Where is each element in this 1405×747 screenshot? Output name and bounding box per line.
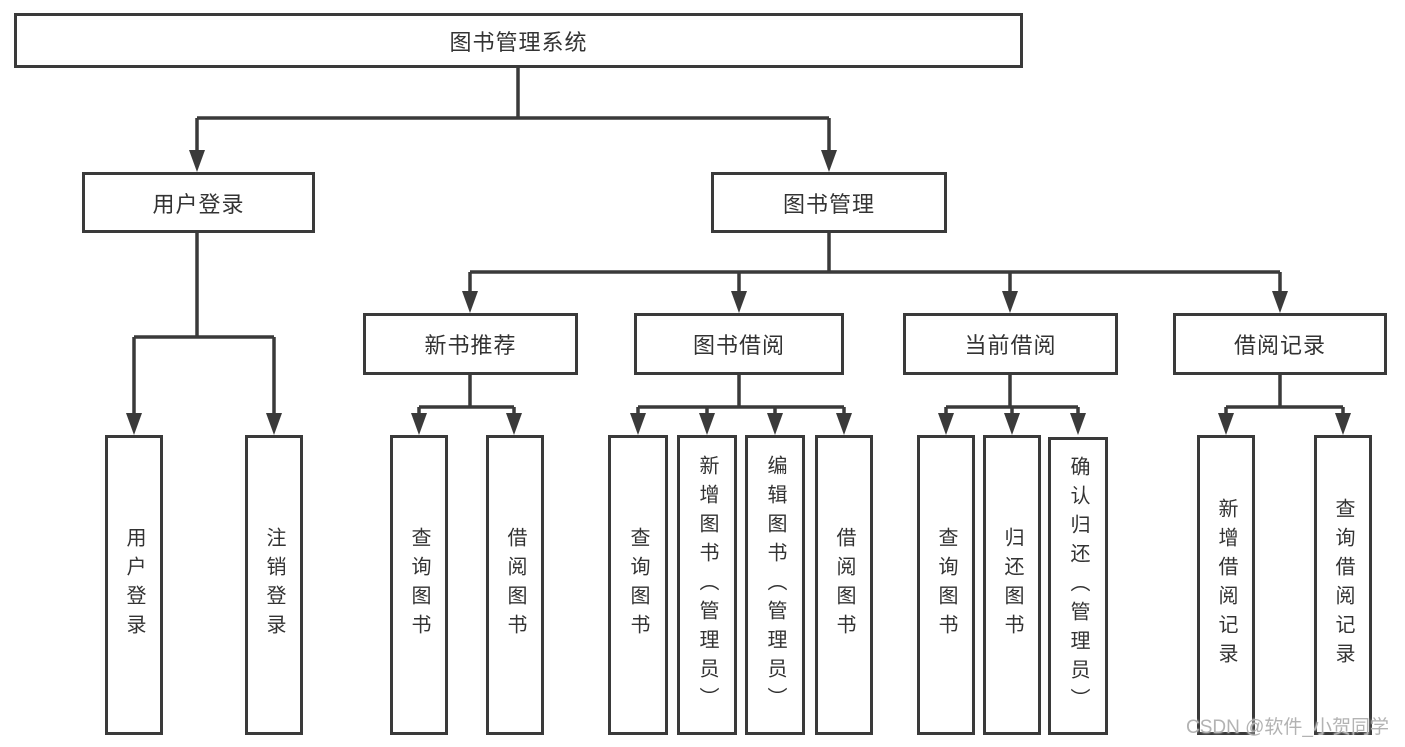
leaf-logout: 注销登录 [245, 435, 303, 735]
connector-user-login-split [132, 233, 276, 415]
leaf-borrow-query-books: 查询图书 [608, 435, 668, 735]
arrowheads-book-borrow-split [630, 413, 852, 435]
arrowheads-borrow-records-split [1218, 413, 1351, 435]
connector-current-borrow-split [944, 375, 1080, 416]
node-book-management: 图书管理 [711, 172, 947, 233]
leaf-edit-book-admin: 编辑图书（管理员） [745, 435, 805, 735]
leaf-current-query-books: 查询图书 [917, 435, 975, 735]
leaf-query-borrow-record: 查询借阅记录 [1314, 435, 1372, 735]
node-new-book-recommend: 新书推荐 [363, 313, 578, 375]
connector-book-borrow-split [636, 375, 846, 416]
leaf-confirm-return-admin: 确认归还（管理员） [1048, 437, 1108, 735]
csdn-watermark: CSDN @软件_小贺同学 [1186, 717, 1389, 738]
node-borrow-records: 借阅记录 [1173, 313, 1387, 375]
node-root-library-management-system: 图书管理系统 [14, 13, 1023, 68]
leaf-add-book-admin: 新增图书（管理员） [677, 435, 737, 735]
leaf-recommend-query-books: 查询图书 [390, 435, 448, 735]
connector-borrow-records-split [1224, 375, 1345, 416]
arrowheads-book-management-split [462, 291, 1288, 313]
connector-book-management-split [468, 233, 1282, 293]
leaf-add-borrow-record: 新增借阅记录 [1197, 435, 1255, 735]
arrowheads-current-borrow-split [938, 413, 1086, 435]
leaf-return-books: 归还图书 [983, 435, 1041, 735]
leaf-recommend-borrow-books: 借阅图书 [486, 435, 544, 735]
node-user-login: 用户登录 [82, 172, 315, 233]
arrowheads-new-book-split [411, 413, 522, 435]
node-current-borrow: 当前借阅 [903, 313, 1118, 375]
arrowheads-user-login-split [126, 413, 282, 435]
node-book-borrow: 图书借阅 [634, 313, 844, 375]
arrowheads-root-split [189, 150, 837, 172]
connector-new-book-split [417, 375, 516, 416]
leaf-user-login: 用户登录 [105, 435, 163, 735]
connector-root-split [195, 68, 831, 152]
leaf-borrow-borrow-books: 借阅图书 [815, 435, 873, 735]
